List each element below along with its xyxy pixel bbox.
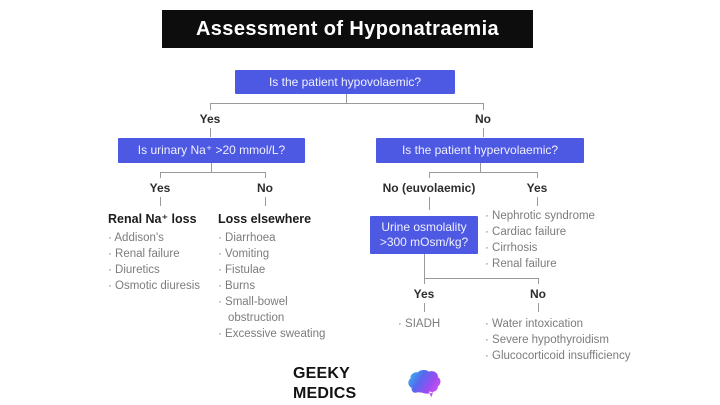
branch-label-hypervolaemic-yes: Yes (526, 181, 548, 195)
connector-line (538, 303, 539, 312)
low-osmolality-column: Water intoxication Severe hypothyroidism… (485, 316, 655, 364)
question-box-hypovolaemic: Is the patient hypovolaemic? (235, 70, 455, 94)
page-title: Assessment of Hyponatraemia (162, 10, 533, 48)
column-heading: Loss elsewhere (218, 212, 312, 226)
connector-line (210, 103, 484, 104)
connector-line (538, 278, 539, 284)
loss-elsewhere-list: Diarrhoea Vomiting Fistulae Burns Small-… (218, 230, 342, 342)
branch-label-osmolality-yes: Yes (413, 287, 435, 301)
list-item: Diuretics (108, 262, 216, 278)
column-heading: Renal Na⁺ loss (108, 212, 197, 226)
brain-icon (403, 369, 443, 400)
list-item: Cirrhosis (485, 240, 635, 256)
connector-line (424, 278, 425, 284)
connector-line (160, 197, 161, 206)
connector-line (424, 303, 425, 312)
connector-line (480, 163, 481, 172)
list-item: SIADH (398, 316, 468, 332)
siadh-column: SIADH (398, 316, 468, 332)
branch-label-urinary-no: No (257, 181, 273, 195)
connector-line (210, 103, 211, 110)
connector-line (429, 172, 430, 178)
list-item: Cardiac failure (485, 224, 635, 240)
list-item: Renal failure (485, 256, 635, 272)
question-line: Urine osmolality (381, 220, 467, 234)
list-item: Severe hypothyroidism (485, 332, 655, 348)
question-box-urine-osmolality: Urine osmolality >300 mOsm/kg? (370, 216, 478, 254)
branch-label-urinary-yes: Yes (149, 181, 171, 195)
question-box-urinary-sodium: Is urinary Na⁺ >20 mmol/L? (118, 138, 305, 163)
renal-na-loss-column: Renal Na⁺ loss Addison's Renal failure D… (108, 211, 216, 294)
list-item: Nephrotic syndrome (485, 208, 635, 224)
list-item: Water intoxication (485, 316, 655, 332)
connector-line (537, 172, 538, 178)
branch-label-osmolality-no: No (530, 287, 546, 301)
branch-label-hypervolaemic-no: No (euvolaemic) (382, 181, 476, 195)
connector-line (424, 254, 425, 278)
list-item: Excessive sweating (218, 326, 342, 342)
question-box-hypervolaemic: Is the patient hypervolaemic? (376, 138, 584, 163)
connector-line (483, 103, 484, 110)
connector-line (429, 172, 538, 173)
connector-line (210, 128, 211, 137)
hypervolaemic-causes-column: Nephrotic syndrome Cardiac failure Cirrh… (485, 208, 635, 272)
connector-line (211, 163, 212, 172)
loss-elsewhere-column: Loss elsewhere Diarrhoea Vomiting Fistul… (218, 211, 342, 342)
question-line: >300 mOsm/kg? (379, 235, 469, 249)
list-item: Glucocorticoid insufficiency (485, 348, 655, 364)
connector-line (483, 128, 484, 137)
renal-na-loss-list: Addison's Renal failure Diuretics Osmoti… (108, 230, 216, 294)
connector-line (160, 172, 266, 173)
list-item: Osmotic diuresis (108, 278, 216, 294)
geeky-medics-logo: GEEKY MEDICS (293, 365, 443, 402)
list-item: Fistulae (218, 262, 342, 278)
connector-line (346, 94, 347, 103)
list-item: Burns (218, 278, 342, 294)
connector-line (160, 172, 161, 178)
connector-line (265, 197, 266, 206)
list-item: Small-bowel obstruction (218, 294, 342, 326)
list-item: Vomiting (218, 246, 342, 262)
connector-line (537, 197, 538, 206)
hypervolaemic-causes-list: Nephrotic syndrome Cardiac failure Cirrh… (485, 208, 635, 272)
connector-line (424, 278, 539, 279)
connector-line (265, 172, 266, 178)
list-item: Addison's (108, 230, 216, 246)
logo-text: GEEKY MEDICS (293, 365, 357, 402)
branch-label-root-no: No (475, 112, 491, 126)
branch-label-root-yes: Yes (199, 112, 221, 126)
connector-line (429, 197, 430, 210)
list-item: Diarrhoea (218, 230, 342, 246)
list-item: Renal failure (108, 246, 216, 262)
